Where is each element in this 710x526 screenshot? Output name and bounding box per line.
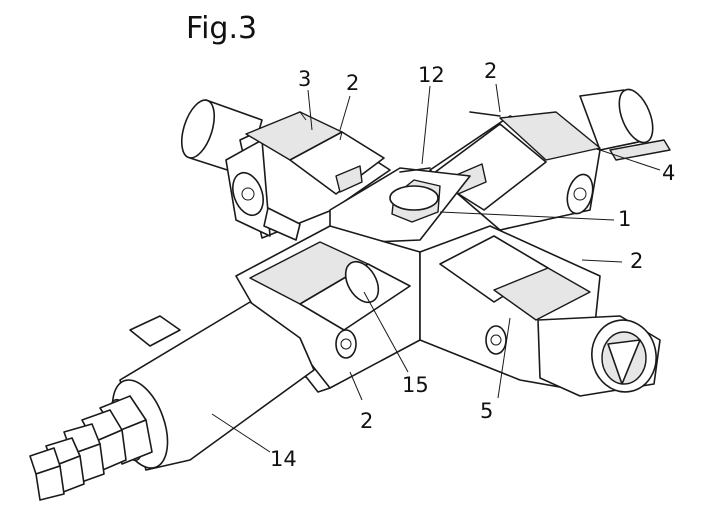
label-2-top-left: 2: [346, 71, 359, 95]
label-2-top-right: 2: [484, 59, 497, 83]
label-3: 3: [298, 67, 311, 91]
label-2-bottom: 2: [360, 409, 373, 433]
label-15: 15: [402, 373, 429, 397]
upper-right-shaft: [579, 88, 671, 161]
triangle-socket-end: [537, 315, 661, 397]
label-14: 14: [270, 447, 297, 471]
label-12: 12: [418, 63, 445, 87]
label-2-right: 2: [630, 249, 643, 273]
leader-lines: [211, 83, 661, 453]
upper-left-arm: [225, 111, 391, 241]
stepped-shaft: [29, 301, 315, 501]
label-1: 1: [618, 207, 631, 231]
label-5: 5: [480, 399, 493, 423]
central-hub: [329, 167, 471, 245]
label-4: 4: [662, 161, 675, 185]
figure-title: Fig.3: [186, 11, 257, 46]
